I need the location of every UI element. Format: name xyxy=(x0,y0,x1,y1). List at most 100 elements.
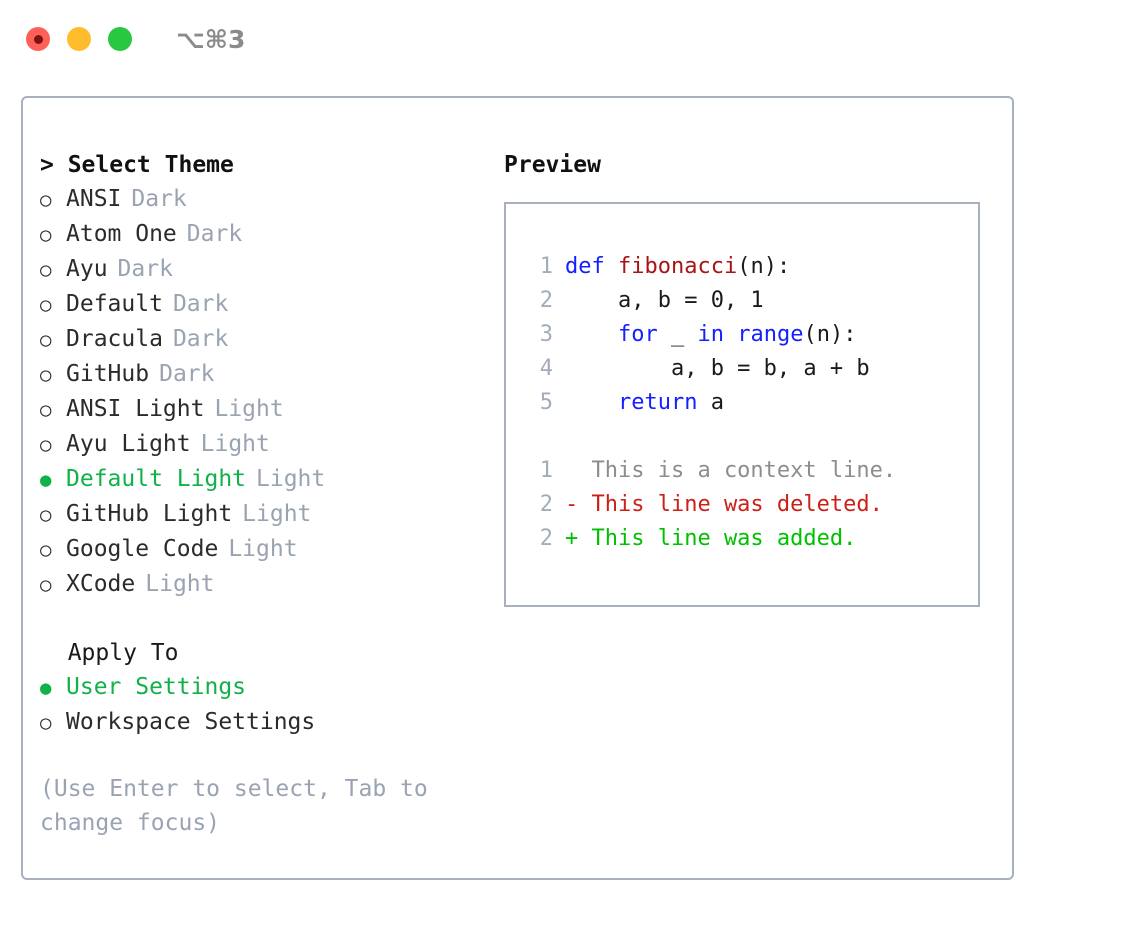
theme-option-label: Atom One xyxy=(66,221,177,247)
diff-line: 2 - This line was deleted. xyxy=(506,488,978,522)
theme-option-default-light[interactable]: ● Default Light Light xyxy=(40,462,480,497)
code-line-number: 3 xyxy=(539,322,553,347)
code-line-number: 4 xyxy=(539,356,553,381)
diff-line-text-add: + This line was added. xyxy=(565,526,857,551)
code-line-text: a, b = b, a + b xyxy=(565,352,870,386)
apply-to-option-list: ● User Settings ○ Workspace Settings xyxy=(40,670,480,740)
code-token-pl xyxy=(565,390,618,415)
code-token-pl: (n): xyxy=(803,322,857,347)
radio-selected-icon: ● xyxy=(40,677,52,699)
diff-line-number: 1 xyxy=(539,458,553,483)
code-token-pl: a, b = b, a + b xyxy=(565,356,870,381)
theme-option-label: Ayu Light xyxy=(66,431,191,457)
radio-unselected-icon: ○ xyxy=(40,259,52,281)
radio-unselected-icon: ○ xyxy=(40,329,52,351)
code-line: 1 def fibonacci(n): xyxy=(506,250,978,284)
radio-unselected-icon: ○ xyxy=(40,434,52,456)
keyboard-hint-text: (Use Enter to select, Tab to change focu… xyxy=(40,776,428,836)
radio-unselected-icon: ○ xyxy=(40,364,52,386)
apply-option-user-settings[interactable]: ● User Settings xyxy=(40,670,480,705)
theme-option-label: ANSI Light xyxy=(66,396,205,422)
theme-option-label: GitHub xyxy=(66,361,150,387)
theme-option-label: ANSI xyxy=(66,186,122,212)
theme-option-ansi-light[interactable]: ○ ANSI Light Light xyxy=(40,392,480,427)
code-token-kw: def xyxy=(565,254,618,279)
theme-option-suffix: Dark xyxy=(172,291,229,317)
theme-option-suffix: Light xyxy=(256,466,326,492)
theme-option-suffix: Light xyxy=(228,536,298,562)
theme-option-suffix: Dark xyxy=(117,256,173,282)
code-token-pl xyxy=(724,322,737,347)
code-line-number: 5 xyxy=(539,390,553,415)
diff-line-text-del: - This line was deleted. xyxy=(565,492,883,517)
theme-option-google-code[interactable]: ○ Google Code Light xyxy=(40,532,480,567)
code-line: 4 a, b = b, a + b xyxy=(506,352,978,386)
theme-option-suffix: Light xyxy=(214,396,284,422)
diff-line: 2 + This line was added. xyxy=(506,522,978,556)
theme-option-label: Default Light xyxy=(66,466,247,492)
code-line-text: a, b = 0, 1 xyxy=(565,284,764,318)
theme-option-suffix: Light xyxy=(242,501,312,527)
theme-option-ansi[interactable]: ○ ANSI Dark xyxy=(40,182,480,217)
diff-sample: 1 This is a context line. 2 - This line wa… xyxy=(506,454,978,556)
maximize-window-icon[interactable] xyxy=(108,27,132,51)
section-gap xyxy=(40,602,480,636)
code-token-fn: fibonacci xyxy=(617,254,738,279)
apply-option-label: User Settings xyxy=(66,674,247,700)
theme-option-xcode[interactable]: ○ XCode Light xyxy=(40,567,480,602)
radio-unselected-icon: ○ xyxy=(40,189,52,211)
select-theme-header: > Select Theme xyxy=(40,152,234,178)
radio-unselected-icon: ○ xyxy=(40,712,52,734)
radio-unselected-icon: ○ xyxy=(40,399,52,421)
radio-unselected-icon: ○ xyxy=(40,504,52,526)
apply-option-label: Workspace Settings xyxy=(66,709,316,735)
code-token-kw: for xyxy=(617,322,658,347)
code-token-pl: _ xyxy=(657,322,698,347)
code-token-kw: in xyxy=(697,322,724,347)
code-line-number: 1 xyxy=(539,254,553,279)
diff-line-number: 2 xyxy=(539,492,553,517)
radio-unselected-icon: ○ xyxy=(40,539,52,561)
code-diff-spacer xyxy=(506,420,978,454)
code-line-number: 2 xyxy=(539,288,553,313)
radio-selected-icon: ● xyxy=(40,469,52,491)
theme-option-label: XCode xyxy=(66,571,136,597)
radio-unselected-icon: ○ xyxy=(40,574,52,596)
title-bar: ⌥⌘3 xyxy=(0,0,1140,78)
theme-option-suffix: Dark xyxy=(186,221,243,247)
code-line: 2 a, b = 0, 1 xyxy=(506,284,978,318)
theme-option-suffix: Light xyxy=(145,571,215,597)
minimize-window-icon[interactable] xyxy=(67,27,91,51)
code-token-kw: return xyxy=(617,390,698,415)
theme-option-suffix: Dark xyxy=(131,186,187,212)
apply-to-header: Apply To xyxy=(40,640,179,666)
theme-option-atom-one[interactable]: ○ Atom One Dark xyxy=(40,217,480,252)
code-line-text: return a xyxy=(565,386,724,420)
preview-title: Preview xyxy=(504,152,601,178)
code-token-pl: a xyxy=(697,390,724,415)
close-window-icon[interactable] xyxy=(26,27,50,51)
code-line: 3 for _ in range(n): xyxy=(506,318,978,352)
theme-option-label: Google Code xyxy=(66,536,219,562)
theme-option-label: Ayu xyxy=(66,256,108,282)
radio-unselected-icon: ○ xyxy=(40,224,52,246)
theme-option-ayu[interactable]: ○ Ayu Dark xyxy=(40,252,480,287)
diff-line: 1 This is a context line. xyxy=(506,454,978,488)
code-token-pl: a, b = 0, 1 xyxy=(565,288,764,313)
code-line: 5 return a xyxy=(506,386,978,420)
window-controls xyxy=(26,27,132,51)
code-line-text: for _ in range(n): xyxy=(565,318,856,352)
diff-line-number: 2 xyxy=(539,526,553,551)
apply-option-workspace-settings[interactable]: ○ Workspace Settings xyxy=(40,705,480,740)
code-token-pl: (n): xyxy=(737,254,791,279)
